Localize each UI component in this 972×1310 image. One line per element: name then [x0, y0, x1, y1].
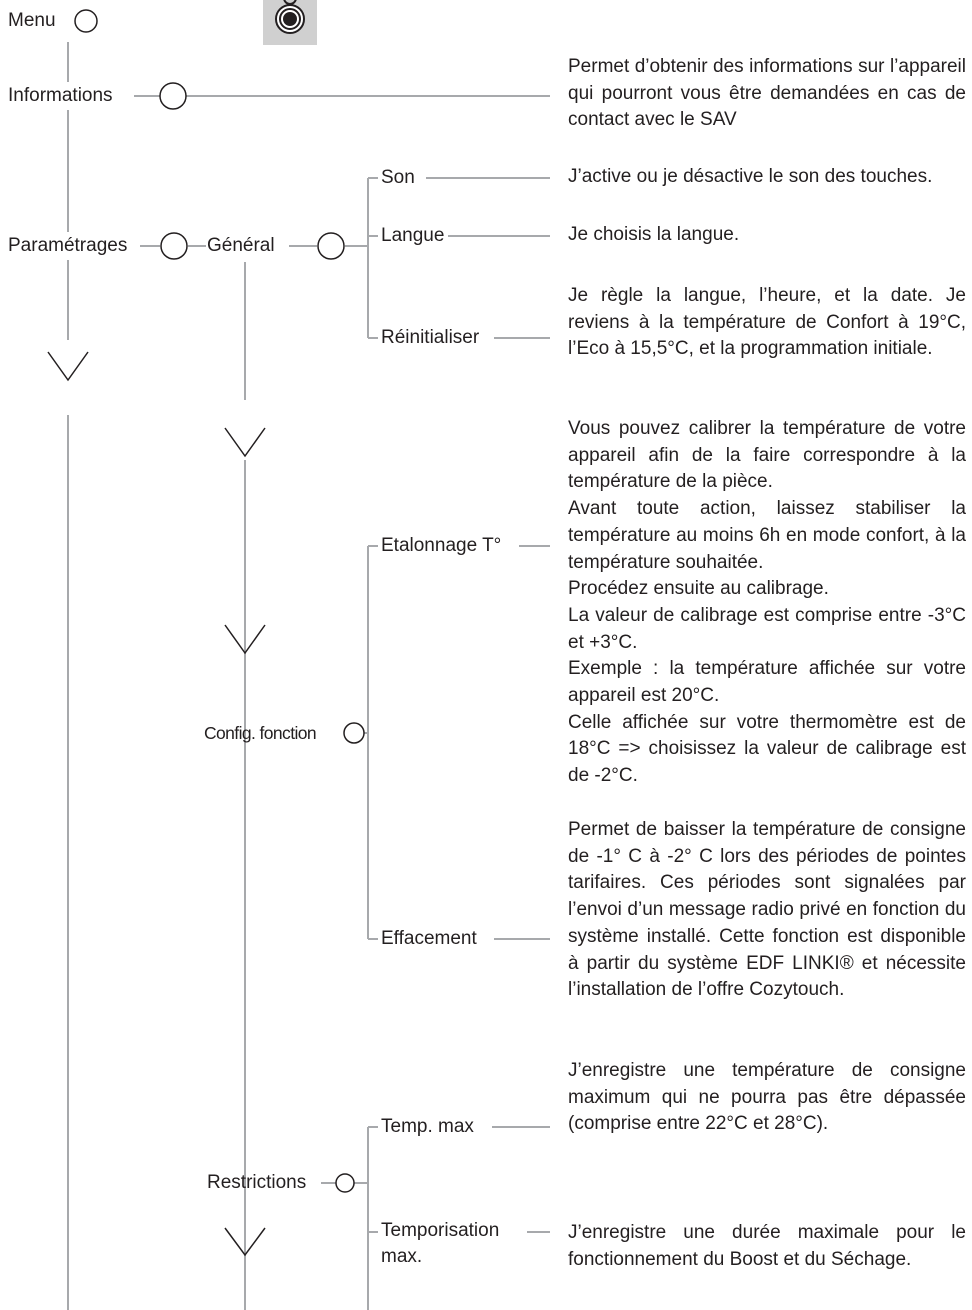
option-etalonnage[interactable]: Etalonnage T°: [381, 535, 502, 556]
etalonnage-paragraph: Procédez ensuite au calibrage.: [568, 578, 829, 600]
menu-item-parametrages[interactable]: Paramétrages: [8, 235, 128, 256]
option-reinitialiser[interactable]: Réinitialiser: [381, 327, 480, 348]
etalonnage-paragraph: Vous pouvez calibrer la température de v…: [568, 418, 966, 493]
option-son[interactable]: Son: [381, 167, 415, 188]
option-temporisation-line1[interactable]: Temporisation: [381, 1220, 500, 1241]
chevron-down-icon: [47, 351, 89, 382]
submenu-item-restrictions[interactable]: Restrictions: [207, 1172, 307, 1193]
submenu-item-config-fonction[interactable]: Config. fonction: [204, 723, 317, 743]
description-langue: Je choisis la langue.: [568, 224, 740, 245]
description-temporisation: J’enregistre une durée maximale pour le …: [568, 1222, 966, 1270]
chevron-down-icon: [224, 427, 266, 458]
option-temp-max[interactable]: Temp. max: [381, 1116, 474, 1137]
description-temp-max: J’enregistre une température de consigne…: [568, 1060, 966, 1135]
description-informations: Permet d’obtenir des informations sur l’…: [568, 56, 966, 131]
option-langue[interactable]: Langue: [381, 225, 445, 246]
menu-label[interactable]: Menu: [8, 10, 56, 31]
rotary-knob-icon: [275, 0, 305, 34]
etalonnage-paragraph: La valeur de calibrage est comprise entr…: [568, 604, 966, 653]
node-menu: [74, 9, 98, 33]
option-effacement[interactable]: Effacement: [381, 928, 477, 949]
etalonnage-paragraph: Exemple : la température affichée sur vo…: [568, 658, 966, 707]
node-config-fonction: [343, 722, 365, 744]
node-informations: [159, 82, 187, 110]
option-temporisation-line2[interactable]: max.: [381, 1246, 423, 1267]
chevron-down-icon: [224, 624, 266, 655]
submenu-item-general[interactable]: Général: [207, 235, 275, 256]
knob-button[interactable]: [263, 0, 317, 45]
description-reinitialiser: Je règle la langue, l’heure, et la date.…: [568, 285, 966, 360]
node-parametrages: [160, 232, 188, 260]
chevron-down-icon: [224, 1227, 266, 1257]
etalonnage-paragraph: Celle affichée sur votre thermomètre est…: [568, 711, 966, 787]
description-etalonnage: Vous pouvez calibrer la température de v…: [568, 416, 966, 790]
node-restrictions: [335, 1173, 355, 1193]
menu-item-informations[interactable]: Informations: [8, 85, 113, 106]
node-general: [317, 232, 345, 260]
description-effacement: Permet de baisser la température de cons…: [568, 819, 966, 1001]
description-son: J’active ou je désactive le son des touc…: [568, 166, 933, 187]
etalonnage-paragraph: Avant toute action, laissez stabiliser l…: [568, 498, 966, 573]
